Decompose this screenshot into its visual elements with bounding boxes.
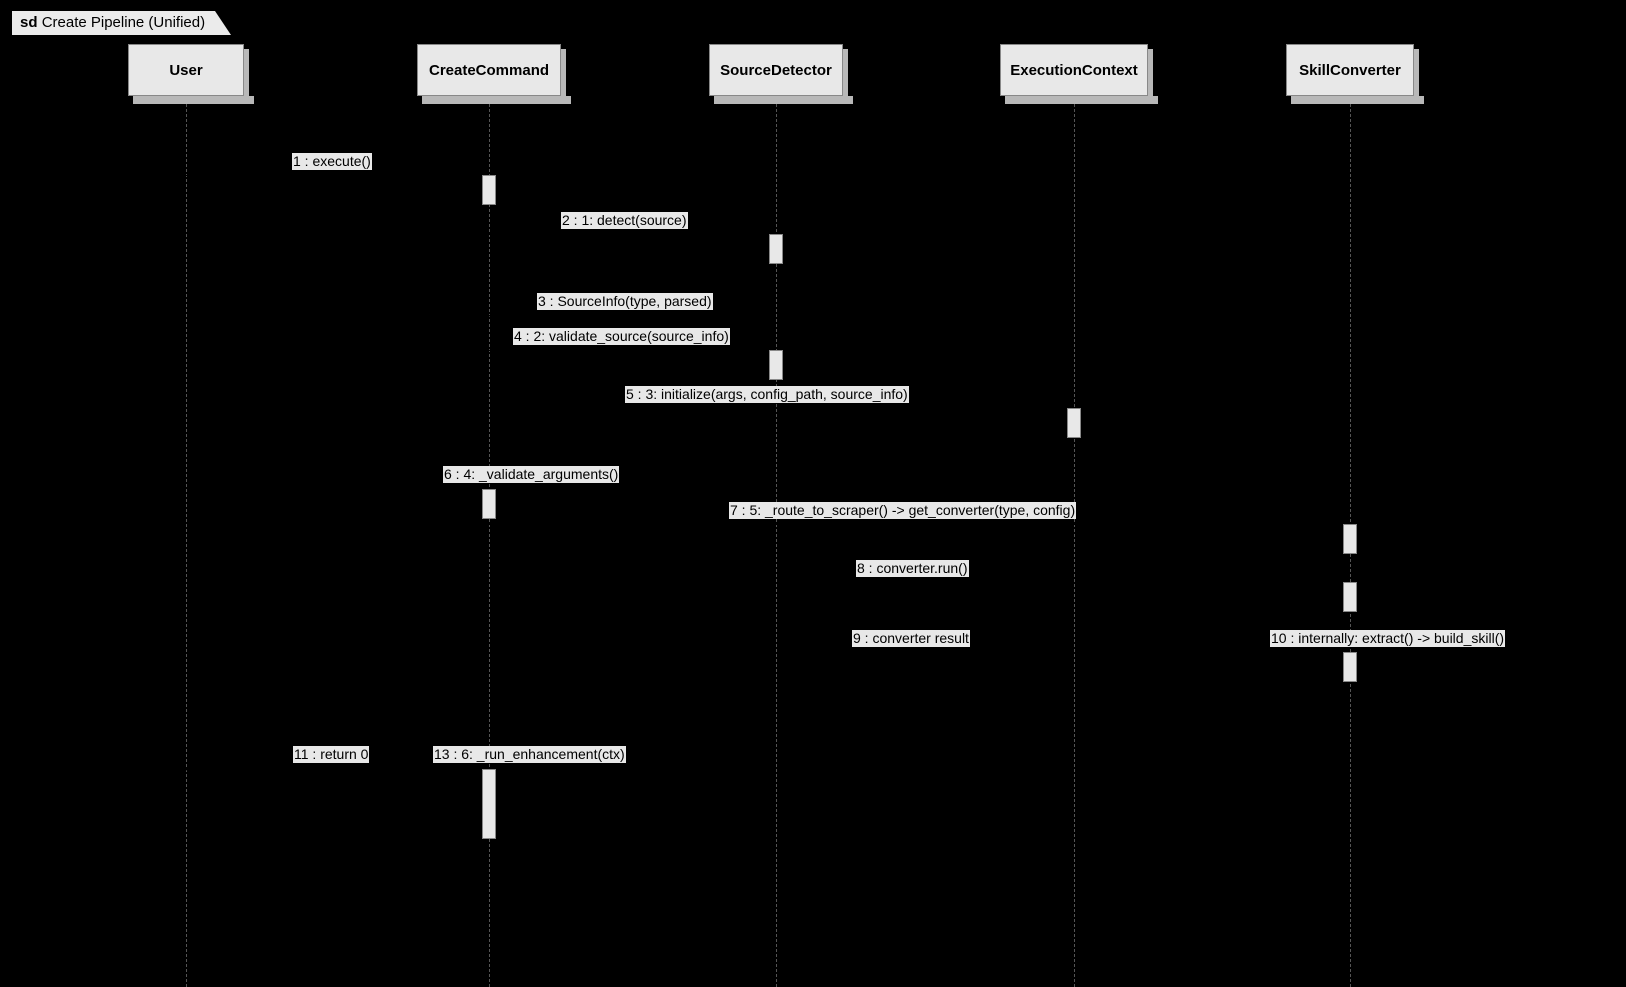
message-2-label: 2 : 1: detect(source)	[561, 212, 688, 229]
lifeline-createcommand	[489, 104, 491, 987]
activation-bar-executioncontext	[1067, 408, 1081, 438]
message-7-line	[489, 524, 1350, 525]
message-9-line	[489, 652, 1350, 653]
participant-box-user[interactable]: User	[128, 44, 244, 96]
frame-tag: sd Create Pipeline (Unified)	[12, 11, 232, 35]
message-1-label: 1 : execute()	[292, 153, 372, 170]
message-7-label: 7 : 5: _route_to_scraper() -> get_conver…	[729, 502, 1077, 519]
message-1-line	[186, 175, 489, 176]
message-6-line	[489, 489, 511, 490]
message-5-label: 5 : 3: initialize(args, config_path, sou…	[625, 386, 909, 403]
message-4-line	[489, 350, 776, 351]
message-13-line	[489, 769, 511, 770]
message-3-arrowhead	[489, 311, 498, 321]
activation-bar-skillconverter	[1343, 524, 1357, 554]
message-5-line	[489, 408, 1074, 409]
message-11-label: 11 : return 0	[293, 746, 370, 763]
frame-tag-corner	[215, 11, 232, 35]
message-10-line	[1350, 652, 1372, 653]
message-4-label: 4 : 2: validate_source(source_info)	[513, 328, 730, 345]
participant-box-skillconverter[interactable]: SkillConverter	[1286, 44, 1414, 96]
lifeline-executioncontext	[1074, 104, 1076, 987]
message-8-label: 8 : converter.run()	[856, 560, 969, 577]
participant-sourcedetector[interactable]: SourceDetector	[709, 44, 848, 101]
participant-user[interactable]: User	[128, 44, 249, 101]
message-11-line	[186, 769, 489, 770]
message-9-label: 9 : converter result	[852, 630, 970, 647]
frame-title: Create Pipeline (Unified)	[41, 14, 206, 31]
message-13-label: 13 : 6: _run_enhancement(ctx)	[433, 746, 626, 763]
activation-bar-createcommand	[482, 769, 496, 839]
message-3-label: 3 : SourceInfo(type, parsed)	[537, 293, 713, 310]
message-11-arrowhead	[186, 765, 195, 775]
activation-bar-createcommand	[482, 489, 496, 519]
participant-skillconverter[interactable]: SkillConverter	[1286, 44, 1419, 101]
frame-keyword: sd	[20, 14, 38, 31]
activation-bar-skillconverter	[1343, 652, 1357, 682]
participant-label-user: User	[169, 61, 203, 79]
activation-bar-sourcedetector	[769, 234, 783, 264]
message-9-arrowhead	[489, 648, 498, 658]
participant-label-createcommand: CreateCommand	[428, 61, 550, 79]
participant-box-sourcedetector[interactable]: SourceDetector	[709, 44, 843, 96]
participant-createcommand[interactable]: CreateCommand	[417, 44, 566, 101]
lifeline-user	[186, 104, 188, 987]
participant-box-createcommand[interactable]: CreateCommand	[417, 44, 561, 96]
message-6-label: 6 : 4: _validate_arguments()	[443, 466, 620, 483]
message-2-line	[489, 234, 776, 235]
participant-label-executioncontext: ExecutionContext	[1010, 61, 1138, 79]
participant-executioncontext[interactable]: ExecutionContext	[1000, 44, 1153, 101]
activation-bar-sourcedetector	[769, 350, 783, 380]
message-8-line	[489, 582, 1350, 583]
lifeline-sourcedetector	[776, 104, 778, 987]
message-3-line	[489, 315, 776, 316]
participant-label-skillconverter: SkillConverter	[1299, 61, 1401, 79]
activation-bar-createcommand	[482, 175, 496, 205]
activation-bar-skillconverter	[1343, 582, 1357, 612]
participant-label-sourcedetector: SourceDetector	[720, 61, 832, 79]
message-10-label: 10 : internally: extract() -> build_skil…	[1270, 630, 1506, 647]
participant-box-executioncontext[interactable]: ExecutionContext	[1000, 44, 1148, 96]
